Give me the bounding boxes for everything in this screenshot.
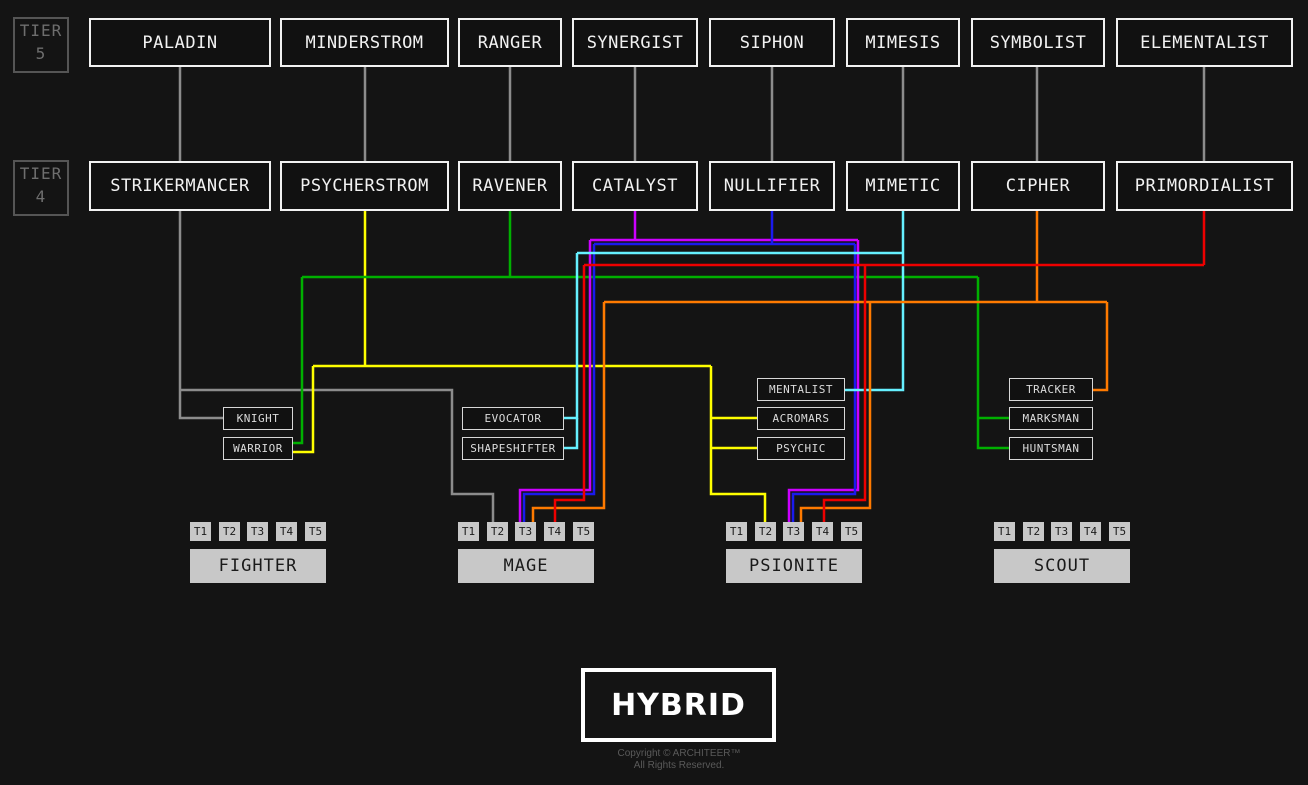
wire-nullifier-psionite (791, 244, 857, 522)
node-psychic[interactable]: PSYCHIC (757, 437, 845, 460)
scout-t2-chip[interactable]: T2 (1023, 522, 1044, 541)
mage-t3-chip[interactable]: T3 (515, 522, 536, 541)
node-elementalist[interactable]: ELEMENTALIST (1116, 18, 1293, 67)
mage-t1-chip[interactable]: T1 (458, 522, 479, 541)
wire-catalyst-psionite (787, 240, 860, 522)
wire-psycherstrom-warrior (293, 366, 315, 454)
mage-t5-chip[interactable]: T5 (573, 522, 594, 541)
node-catalyst[interactable]: CATALYST (572, 161, 698, 211)
base-fighter[interactable]: FIGHTER (190, 549, 326, 583)
scout-t5-chip[interactable]: T5 (1109, 522, 1130, 541)
wire-mimetic-shapeshifter (564, 418, 579, 450)
node-psycherstrom[interactable]: PSYCHERSTROM (280, 161, 449, 211)
psionite-t3-chip[interactable]: T3 (783, 522, 804, 541)
wire-strikermancer-mage (180, 388, 495, 522)
fighter-t3-chip[interactable]: T3 (247, 522, 268, 541)
wire-psycherstrom-psionite (709, 366, 767, 522)
psionite-t2-chip[interactable]: T2 (755, 522, 776, 541)
fighter-t5-chip[interactable]: T5 (305, 522, 326, 541)
fighter-t4-chip[interactable]: T4 (276, 522, 297, 541)
scout-t3-chip[interactable]: T3 (1051, 522, 1072, 541)
scout-t4-chip[interactable]: T4 (1080, 522, 1101, 541)
node-acromars[interactable]: ACROMARS (757, 407, 845, 430)
fighter-t1-chip[interactable]: T1 (190, 522, 211, 541)
node-knight[interactable]: KNIGHT (223, 407, 293, 430)
wire-mimetic-mentalist (845, 253, 905, 392)
wire-strikermancer-knight (178, 211, 223, 420)
fighter-t2-chip[interactable]: T2 (219, 522, 240, 541)
node-huntsman[interactable]: HUNTSMAN (1009, 437, 1093, 460)
wire-ravener-warrior (293, 277, 304, 445)
node-synergist[interactable]: SYNERGIST (572, 18, 698, 67)
node-symbolist[interactable]: SYMBOLIST (971, 18, 1105, 67)
node-cipher[interactable]: CIPHER (971, 161, 1105, 211)
psionite-t4-chip[interactable]: T4 (812, 522, 833, 541)
node-ranger[interactable]: RANGER (458, 18, 562, 67)
node-shapeshifter[interactable]: SHAPESHIFTER (462, 437, 564, 460)
copyright-notice: Copyright © ARCHITEER™ All Rights Reserv… (617, 748, 741, 771)
psionite-t1-chip[interactable]: T1 (726, 522, 747, 541)
node-mentalist[interactable]: MENTALIST (757, 378, 845, 401)
wire-primordialist-mage (553, 265, 586, 522)
node-siphon[interactable]: SIPHON (709, 18, 835, 67)
node-minderstrom[interactable]: MINDERSTROM (280, 18, 449, 67)
node-ravener[interactable]: RAVENER (458, 161, 562, 211)
node-strikermancer[interactable]: STRIKERMANCER (89, 161, 271, 211)
wire-nullifier-mage (522, 244, 596, 522)
node-warrior[interactable]: WARRIOR (223, 437, 293, 460)
mage-t2-chip[interactable]: T2 (487, 522, 508, 541)
node-evocator[interactable]: EVOCATOR (462, 407, 564, 430)
node-mimetic[interactable]: MIMETIC (846, 161, 960, 211)
wire-cipher-tracker (1093, 302, 1109, 392)
node-marksman[interactable]: MARKSMAN (1009, 407, 1093, 430)
base-scout[interactable]: SCOUT (994, 549, 1130, 583)
base-psionite[interactable]: PSIONITE (726, 549, 862, 583)
node-mimesis[interactable]: MIMESIS (846, 18, 960, 67)
wire-primordialist-psionite (822, 265, 867, 522)
node-primordialist[interactable]: PRIMORDIALIST (1116, 161, 1293, 211)
mage-t4-chip[interactable]: T4 (544, 522, 565, 541)
node-nullifier[interactable]: NULLIFIER (709, 161, 835, 211)
node-paladin[interactable]: PALADIN (89, 18, 271, 67)
wire-cipher-psionite (799, 302, 872, 522)
wire-cipher-mage (531, 302, 606, 522)
wire-catalyst-mage (518, 240, 592, 522)
base-mage[interactable]: MAGE (458, 549, 594, 583)
wire-ravener-huntsman (976, 277, 1009, 450)
hybrid-logo: HYBRID (581, 668, 776, 742)
scout-t1-chip[interactable]: T1 (994, 522, 1015, 541)
node-tracker[interactable]: TRACKER (1009, 378, 1093, 401)
psionite-t5-chip[interactable]: T5 (841, 522, 862, 541)
